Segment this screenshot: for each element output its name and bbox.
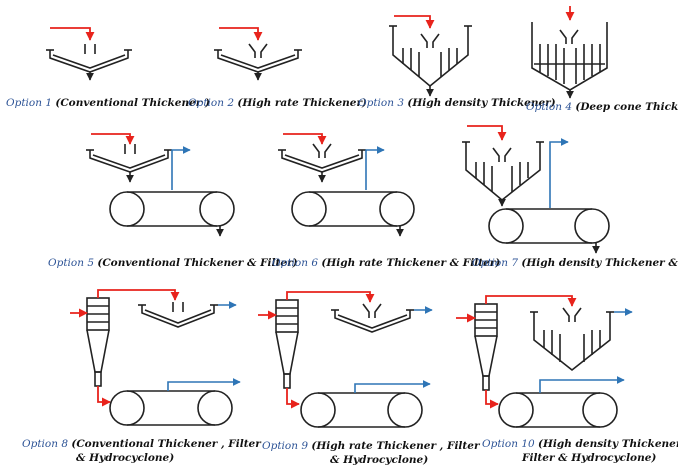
option-3-high-density-thickener xyxy=(389,15,472,97)
caption-option-8-line2: & Hydrocyclone) xyxy=(76,452,174,464)
caption-option-1: Option 1 (Conventional Thickener ) xyxy=(6,97,210,109)
caption-option-10: Option 10 (High density Thickener , xyxy=(482,438,678,450)
option-7-high-density-thickener-filter xyxy=(462,125,610,254)
option-8-conventional-hydrocyclone xyxy=(70,289,241,426)
option-9-high-rate-hydrocyclone xyxy=(258,291,433,428)
caption-option-7: Option 7 (High density Thickener & Filte… xyxy=(472,257,678,269)
caption-option-9: Option 9 (High rate Thickener , Filter xyxy=(262,440,481,452)
caption-option-2: Option 2 (High rate Thickener) xyxy=(188,97,367,109)
option-10-high-density-hydrocyclone xyxy=(456,295,633,428)
option-6-high-rate-thickener-filter xyxy=(278,133,415,237)
caption-option-10-line2: Filter & Hydrocyclone) xyxy=(521,452,656,464)
option-5-conventional-thickener-filter xyxy=(86,133,235,237)
option-1-conventional-thickener xyxy=(46,27,132,81)
caption-option-4: Option 4 (Deep cone Thickener) xyxy=(526,101,678,113)
caption-option-9-line2: & Hydrocyclone) xyxy=(330,454,428,466)
option-2-high-rate-thickener xyxy=(214,27,302,81)
caption-option-5: Option 5 (Conventional Thickener & Filte… xyxy=(48,257,298,269)
option-4-deep-cone-thickener xyxy=(531,6,608,99)
caption-option-3: Option 3 (High density Thickener) xyxy=(358,97,556,109)
caption-option-8: Option 8 (Conventional Thickener , Filte… xyxy=(22,438,262,450)
caption-option-6: Option 6 (High rate Thickener & Filter) xyxy=(272,257,500,269)
